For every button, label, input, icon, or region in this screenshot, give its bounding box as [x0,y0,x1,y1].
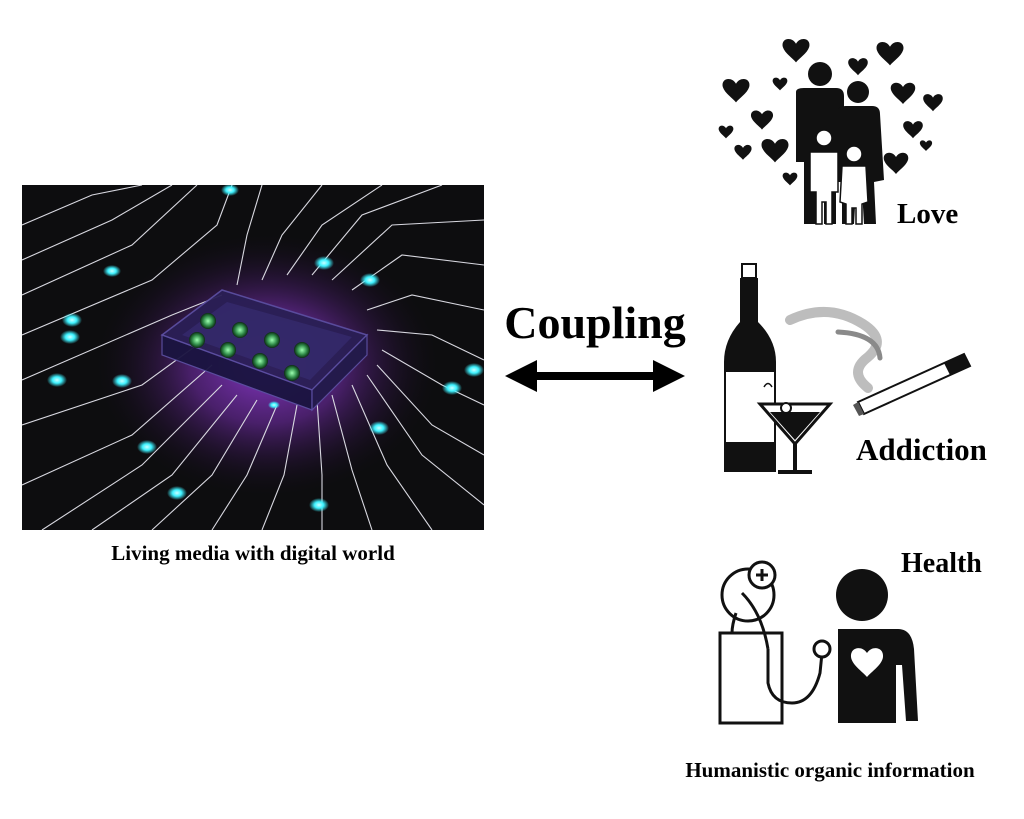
signal-nodes [47,185,484,512]
right-caption: Humanistic organic information [685,758,975,782]
circuit-traces [22,185,484,530]
martini-glass-icon [756,402,834,474]
doctor-icon [718,560,832,725]
wine-bottle-icon [724,263,776,472]
coupling-label: Coupling [504,297,686,348]
family-silhouette [796,62,884,225]
double-arrow-icon [505,360,685,392]
chip-wells [189,313,310,381]
living-media-chip-image [22,185,484,530]
patient-icon [834,569,918,723]
health-label: Health [901,548,982,579]
addiction-label: Addiction [856,432,987,467]
smoke-icon [785,306,883,393]
addiction-icon [724,263,972,474]
heart-icon [850,648,884,677]
doctor-patient-icon [718,560,918,725]
love-label: Love [897,198,959,230]
family-hearts-icon [718,38,943,225]
left-caption: Living media with digital world [111,541,395,565]
cigarette-icon [853,352,972,416]
